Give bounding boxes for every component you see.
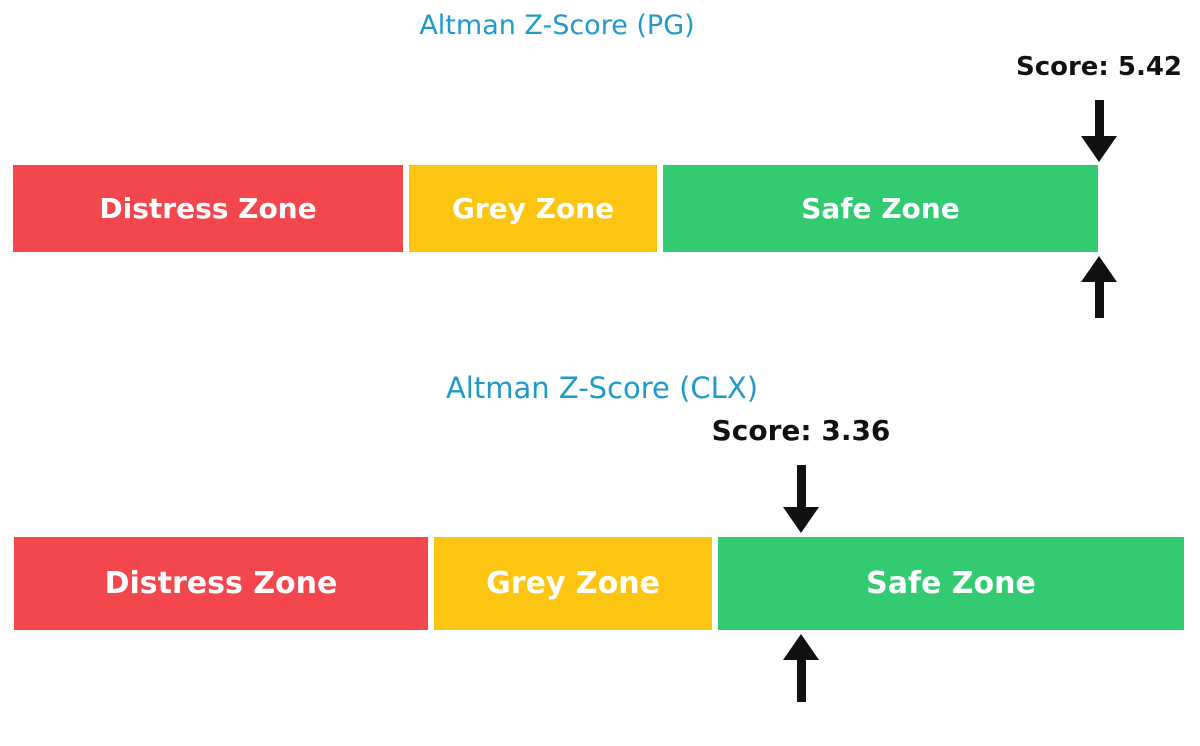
zone-bar: Distress Zone Grey Zone Safe Zone [13,165,1098,252]
zone-label: Safe Zone [801,192,960,225]
arrow-head [1081,256,1117,282]
arrow-shaft [796,465,806,507]
arrow-shaft [796,660,806,702]
arrow-head [1081,136,1117,162]
score-label: Score: 3.36 [711,414,891,447]
arrow-head [783,507,819,533]
arrow-head [783,634,819,660]
up-arrow-icon [783,634,819,702]
zone-grey: Grey Zone [434,537,712,630]
zone-grey: Grey Zone [409,165,657,252]
zone-safe: Safe Zone [718,537,1184,630]
zone-bar: Distress Zone Grey Zone Safe Zone [14,537,1184,630]
arrow-shaft [1094,282,1104,318]
chart-title: Altman Z-Score (PG) [419,10,695,41]
zone-label: Distress Zone [104,566,338,601]
up-arrow-icon [1081,256,1117,318]
down-arrow-icon [783,465,819,533]
zone-distress: Distress Zone [14,537,428,630]
zone-distress: Distress Zone [13,165,403,252]
zone-label: Grey Zone [451,192,615,225]
zone-label: Grey Zone [486,566,660,601]
arrow-shaft [1094,100,1104,136]
down-arrow-icon [1081,100,1117,162]
chart-title: Altman Z-Score (CLX) [445,371,759,405]
score-label: Score: 5.42 [1015,52,1183,82]
zone-safe: Safe Zone [663,165,1098,252]
zone-label: Safe Zone [866,566,1036,601]
zone-label: Distress Zone [99,192,317,225]
